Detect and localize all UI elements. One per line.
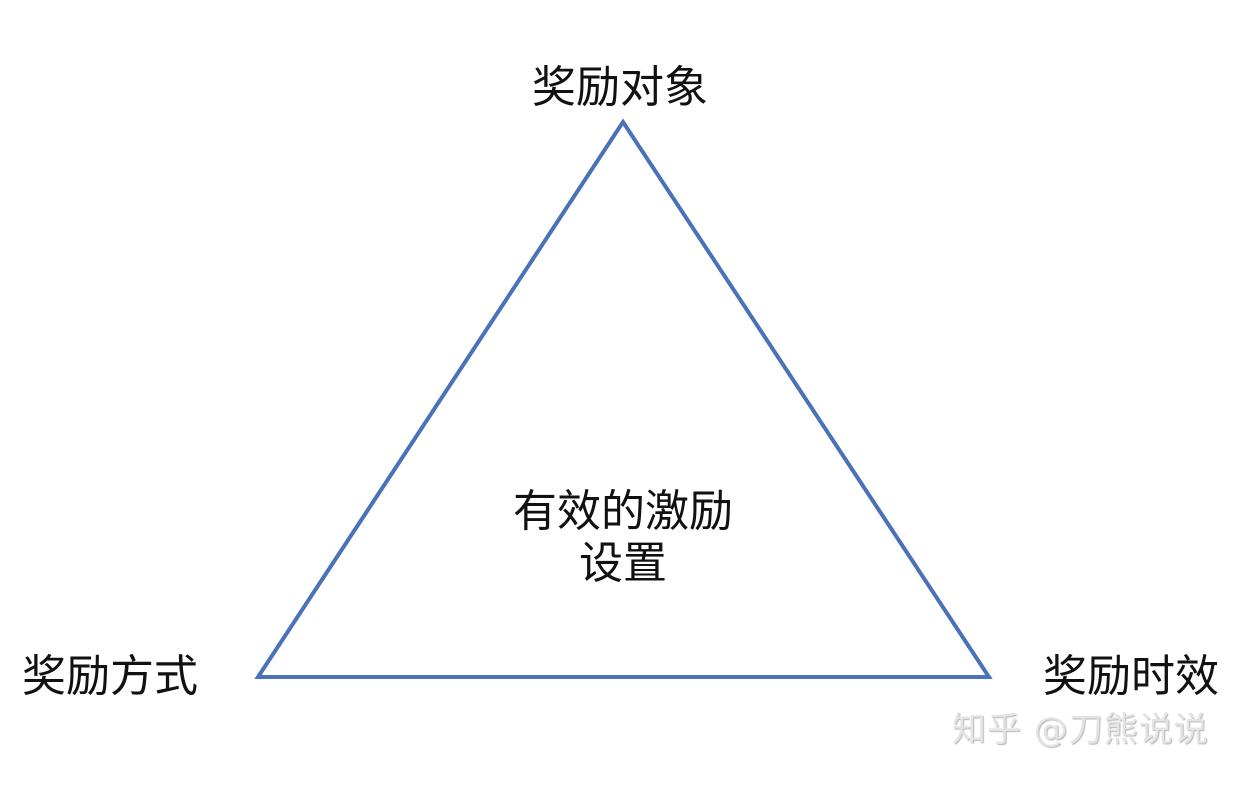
right-vertex-label: 奖励时效 (1043, 651, 1219, 702)
top-vertex-label: 奖励对象 (532, 62, 708, 113)
watermark: 知乎 @刀熊说说 (952, 710, 1209, 750)
center-label: 有效的激励 设置 (500, 486, 746, 590)
left-vertex-label: 奖励方式 (22, 651, 198, 702)
center-label-line1: 有效的激励 (513, 486, 733, 537)
center-label-line2: 设置 (579, 538, 667, 589)
